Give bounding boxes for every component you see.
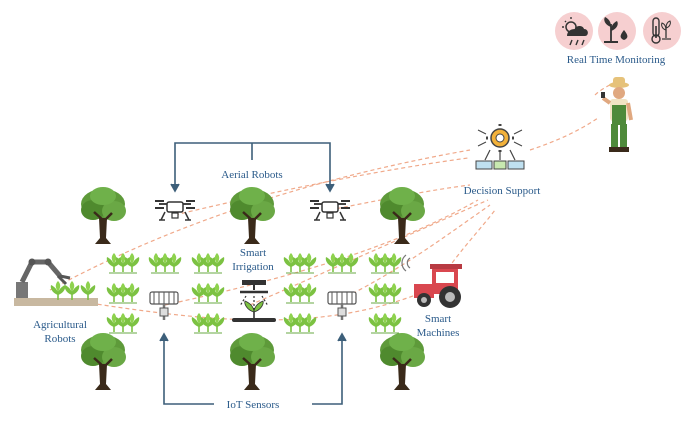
tractor-icon (414, 264, 462, 308)
smart-irrigation-label: Irrigation (232, 261, 274, 273)
smart-irrigation-icon (232, 280, 276, 322)
iot-sensors-label: IoT Sensors (227, 399, 280, 411)
tree-icon (378, 185, 427, 246)
temperature-icon (643, 12, 681, 50)
iot-sensor-icon (326, 290, 358, 322)
agricultural-robots-label: Robots (44, 333, 75, 345)
data-flow-lines (49, 81, 616, 321)
drone-icon (309, 199, 351, 221)
wifi-icon (401, 254, 411, 272)
tree-icon (79, 331, 128, 392)
farmer-icon (601, 77, 633, 152)
drone-icon (154, 199, 196, 221)
tree-icon (79, 185, 128, 246)
smart-irrigation-label: Smart (240, 247, 266, 259)
smart-machines-label: Machines (417, 327, 460, 339)
weather-icon (555, 12, 593, 50)
smart-machines-label: Smart (425, 313, 451, 325)
soil-moisture-icon (598, 12, 636, 50)
decision-support-icon (475, 124, 525, 170)
decision-support-label: Decision Support (464, 185, 541, 197)
tree-icon (228, 331, 277, 392)
aerial-robots-label: Aerial Robots (221, 169, 282, 181)
agricultural-robot-icon (14, 258, 98, 306)
tree-icon (228, 185, 277, 246)
tree-icon (378, 331, 427, 392)
aerial-robots-bracket (170, 142, 335, 193)
iot-sensor-icon (148, 290, 180, 322)
agricultural-robots-label: Agricultural (33, 319, 87, 331)
real-time-monitoring-label: Real Time Monitoring (567, 54, 666, 66)
